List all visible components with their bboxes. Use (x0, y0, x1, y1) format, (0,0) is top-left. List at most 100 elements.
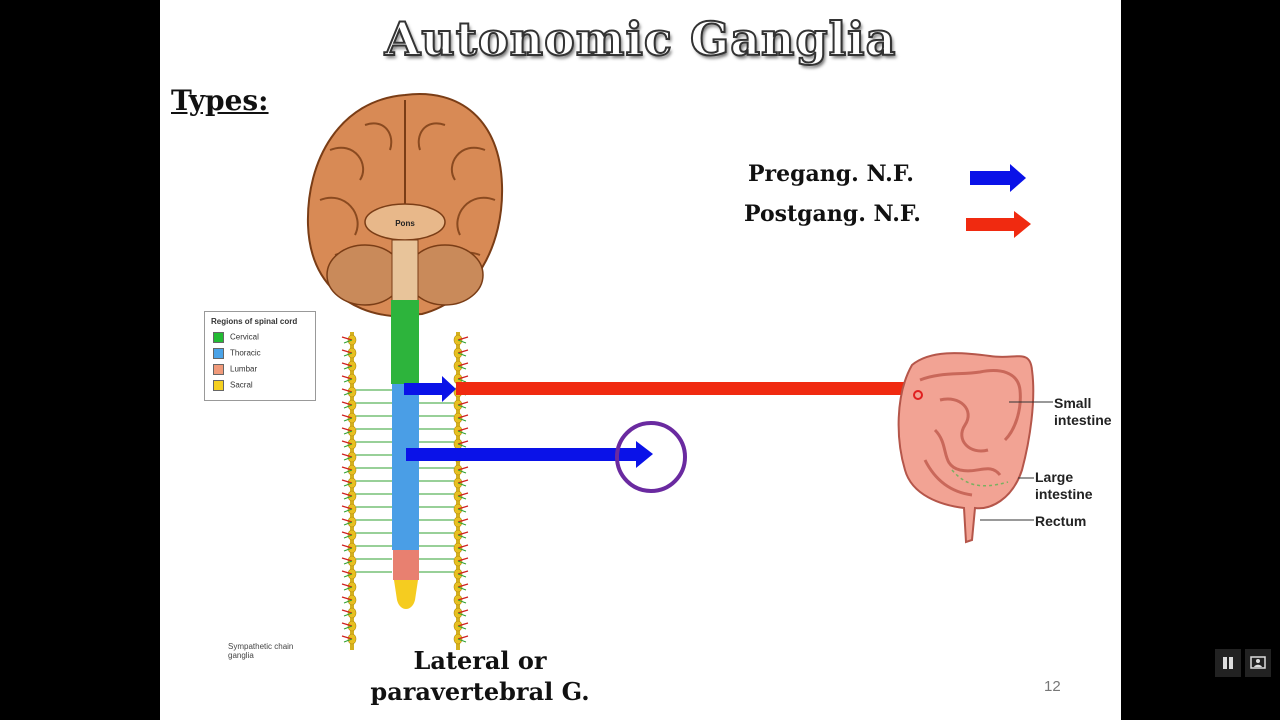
ramus-green (457, 521, 467, 526)
ramus-red (341, 544, 353, 549)
ramus-green (343, 573, 353, 578)
ramus-green (343, 625, 353, 630)
ramus-red (341, 466, 353, 471)
region-item-lumbar: Lumbar (213, 364, 257, 376)
ramus-red (341, 440, 353, 445)
ramus-green (343, 482, 353, 487)
ramus-red (457, 492, 469, 497)
legend-preganglionic-label: Pregang. N.F. (748, 161, 914, 187)
ramus-red (457, 349, 469, 354)
ramus-green (457, 352, 467, 357)
ramus-green (457, 482, 467, 487)
ramus-green (343, 404, 353, 409)
postganglionic-fiber (456, 375, 922, 402)
ramus-red (457, 440, 469, 445)
region-label-cervical: Cervical (230, 332, 259, 342)
ramus-red (457, 518, 469, 523)
ramus-red (341, 583, 353, 588)
ramus-red (341, 531, 353, 536)
ramus-green (343, 456, 353, 461)
ramus-red (457, 557, 469, 562)
ramus-green (457, 365, 467, 370)
ramus-red (341, 518, 353, 523)
ramus-green (343, 469, 353, 474)
ramus-red (457, 401, 469, 406)
chain-label-line2: ganglia (228, 651, 254, 660)
rectum-label: Rectum (1035, 513, 1087, 529)
ramus-green (343, 638, 353, 643)
ramus-red (457, 583, 469, 588)
ramus-red (341, 453, 353, 458)
small-intestine-label-line1: Small (1054, 395, 1092, 411)
ramus-green (457, 547, 467, 552)
ramus-red (341, 375, 353, 380)
ramus-green (457, 612, 467, 617)
ramus-green (457, 599, 467, 604)
ramus-green (343, 599, 353, 604)
ramus-green (343, 430, 353, 435)
region-label-thoracic: Thoracic (230, 348, 261, 358)
ramus-red (457, 362, 469, 367)
ramus-red (341, 349, 353, 354)
page-number: 12 (1044, 678, 1061, 695)
ramus-green (457, 430, 467, 435)
presenter-screen-icon (1250, 656, 1266, 669)
ramus-green (457, 339, 467, 344)
ramus-red (457, 570, 469, 575)
ramus-red (457, 544, 469, 549)
spinal-cord-regions-legend: Regions of spinal cord Cervical Thoracic… (204, 311, 316, 401)
ramus-red (457, 427, 469, 432)
brain-illustration: Pons (306, 93, 504, 318)
ramus-red (457, 635, 469, 640)
presenter-screen-button[interactable] (1245, 649, 1271, 677)
ramus-green (343, 495, 353, 500)
region-swatch-lumbar (213, 364, 224, 375)
caption-line2: paravertebral G. (370, 677, 590, 706)
region-swatch-sacral (213, 380, 224, 391)
region-item-thoracic: Thoracic (213, 348, 261, 360)
ramus-green (343, 378, 353, 383)
ramus-red (457, 375, 469, 380)
ramus-green (457, 638, 467, 643)
spinal-nerve-rami (356, 389, 454, 573)
ramus-red (341, 388, 353, 393)
ramus-green (457, 534, 467, 539)
large-intestine-label: Large intestine (1035, 469, 1093, 503)
ramus-green (457, 508, 467, 513)
ramus-red (341, 362, 353, 367)
ramus-red (341, 570, 353, 575)
ramus-red (341, 622, 353, 627)
ramus-green (343, 508, 353, 513)
ramus-red (341, 479, 353, 484)
ramus-green (457, 586, 467, 591)
ramus-green (343, 560, 353, 565)
pause-button[interactable] (1215, 649, 1241, 677)
small-intestine-label: Small intestine (1054, 395, 1112, 429)
sympathetic-chain-left (341, 332, 357, 650)
ramus-red (457, 479, 469, 484)
ramus-red (457, 336, 469, 341)
ganglion-circle-marker (615, 421, 687, 493)
slide-title: Autonomic Ganglia (384, 11, 897, 67)
large-intestine-label-line2: intestine (1035, 486, 1093, 502)
slide: Autonomic Ganglia Types: Pregang. N.F. P… (160, 0, 1121, 720)
legend-preganglionic-arrow (970, 164, 1026, 192)
large-intestine-label-line1: Large (1035, 469, 1074, 485)
ramus-red (341, 635, 353, 640)
ramus-red (341, 505, 353, 510)
region-item-cervical: Cervical (213, 332, 259, 344)
chain-label-line1: Sympathetic chain (228, 642, 294, 651)
region-label-lumbar: Lumbar (230, 364, 258, 374)
ramus-green (343, 521, 353, 526)
pons-label: Pons (395, 219, 415, 228)
autonomic-diagram: Pons (306, 93, 1053, 650)
ramus-green (457, 378, 467, 383)
ramus-red (457, 414, 469, 419)
legend-postganglionic-label: Postgang. N.F. (744, 201, 921, 227)
ramus-green (457, 625, 467, 630)
ramus-red (341, 609, 353, 614)
ramus-green (457, 469, 467, 474)
ramus-green (457, 573, 467, 578)
ramus-red (457, 622, 469, 627)
ramus-red (341, 596, 353, 601)
